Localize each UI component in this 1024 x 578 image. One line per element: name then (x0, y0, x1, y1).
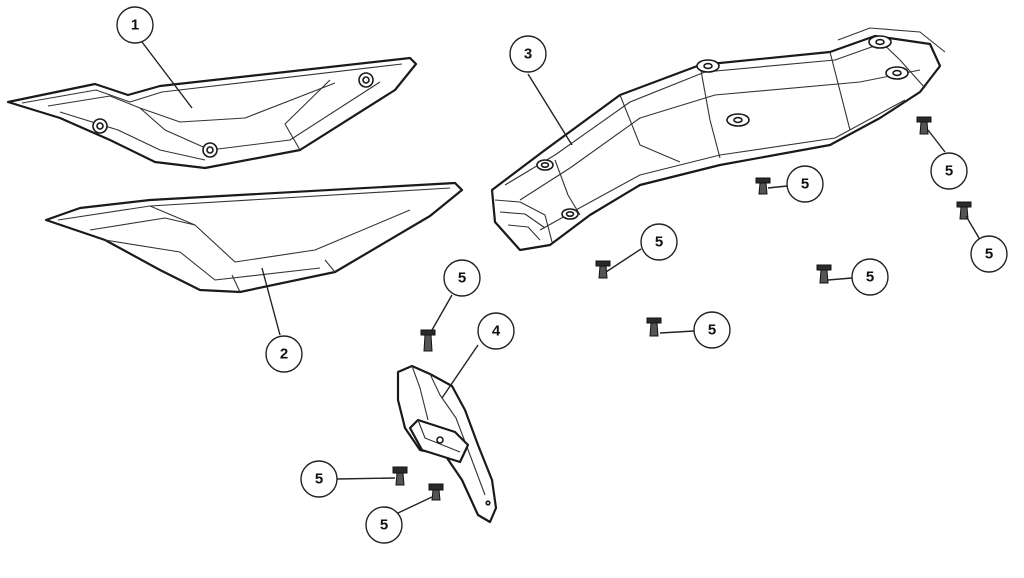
callout-label: 4 (492, 323, 501, 340)
mount-boss-d (726, 113, 750, 127)
callout-label: 3 (524, 46, 532, 63)
clip-nut-2 (202, 142, 218, 158)
callout-label: 5 (458, 270, 466, 287)
callout-5-e[interactable]: 5 (851, 258, 889, 296)
screw-under-3 (595, 260, 611, 279)
part-3-tail-cover[interactable] (490, 27, 946, 252)
mount-boss-c (696, 59, 720, 73)
callout-label: 2 (280, 346, 288, 363)
part-4-rear-guard[interactable] (396, 364, 498, 524)
callout-label: 5 (655, 234, 663, 251)
callout-5-d[interactable]: 5 (640, 223, 678, 261)
callout-3[interactable]: 3 (509, 35, 547, 73)
clip-nut-3 (358, 72, 374, 88)
mount-boss-a (536, 159, 554, 171)
callout-label: 5 (380, 517, 388, 534)
callout-5-b[interactable]: 5 (930, 152, 968, 190)
mount-boss-f (885, 66, 909, 80)
screw-above-4 (420, 329, 436, 352)
callout-5-i[interactable]: 5 (365, 506, 403, 544)
callout-2[interactable]: 2 (265, 335, 303, 373)
leader-lines (141, 41, 980, 514)
screw-right-lower (816, 264, 832, 284)
mount-boss-b (561, 208, 579, 220)
callout-5-g[interactable]: 5 (443, 259, 481, 297)
mount-boss-e (868, 35, 892, 49)
screw-near-3a (755, 177, 771, 195)
screw-top-right (916, 116, 932, 135)
screw-center (646, 317, 662, 337)
part-2-lower-side-panel[interactable] (44, 181, 464, 294)
callout-label: 5 (945, 163, 953, 180)
callout-label: 5 (866, 269, 874, 286)
callout-label: 5 (801, 176, 809, 193)
callout-5-a[interactable]: 5 (786, 165, 824, 203)
callout-4[interactable]: 4 (477, 312, 515, 350)
part-1-upper-side-panel[interactable] (6, 56, 418, 170)
screw-mid-right (956, 201, 972, 220)
callout-1[interactable]: 1 (116, 6, 154, 44)
callout-label: 5 (315, 471, 323, 488)
callout-5-f[interactable]: 5 (693, 311, 731, 349)
clip-nut-1 (92, 118, 108, 134)
callout-5-c[interactable]: 5 (970, 235, 1008, 273)
callout-label: 1 (131, 17, 139, 34)
screw-left-4a (392, 466, 408, 486)
callout-label: 5 (985, 246, 993, 263)
callout-label: 5 (708, 322, 716, 339)
callout-5-h[interactable]: 5 (300, 460, 338, 498)
screw-left-4b (428, 483, 444, 501)
